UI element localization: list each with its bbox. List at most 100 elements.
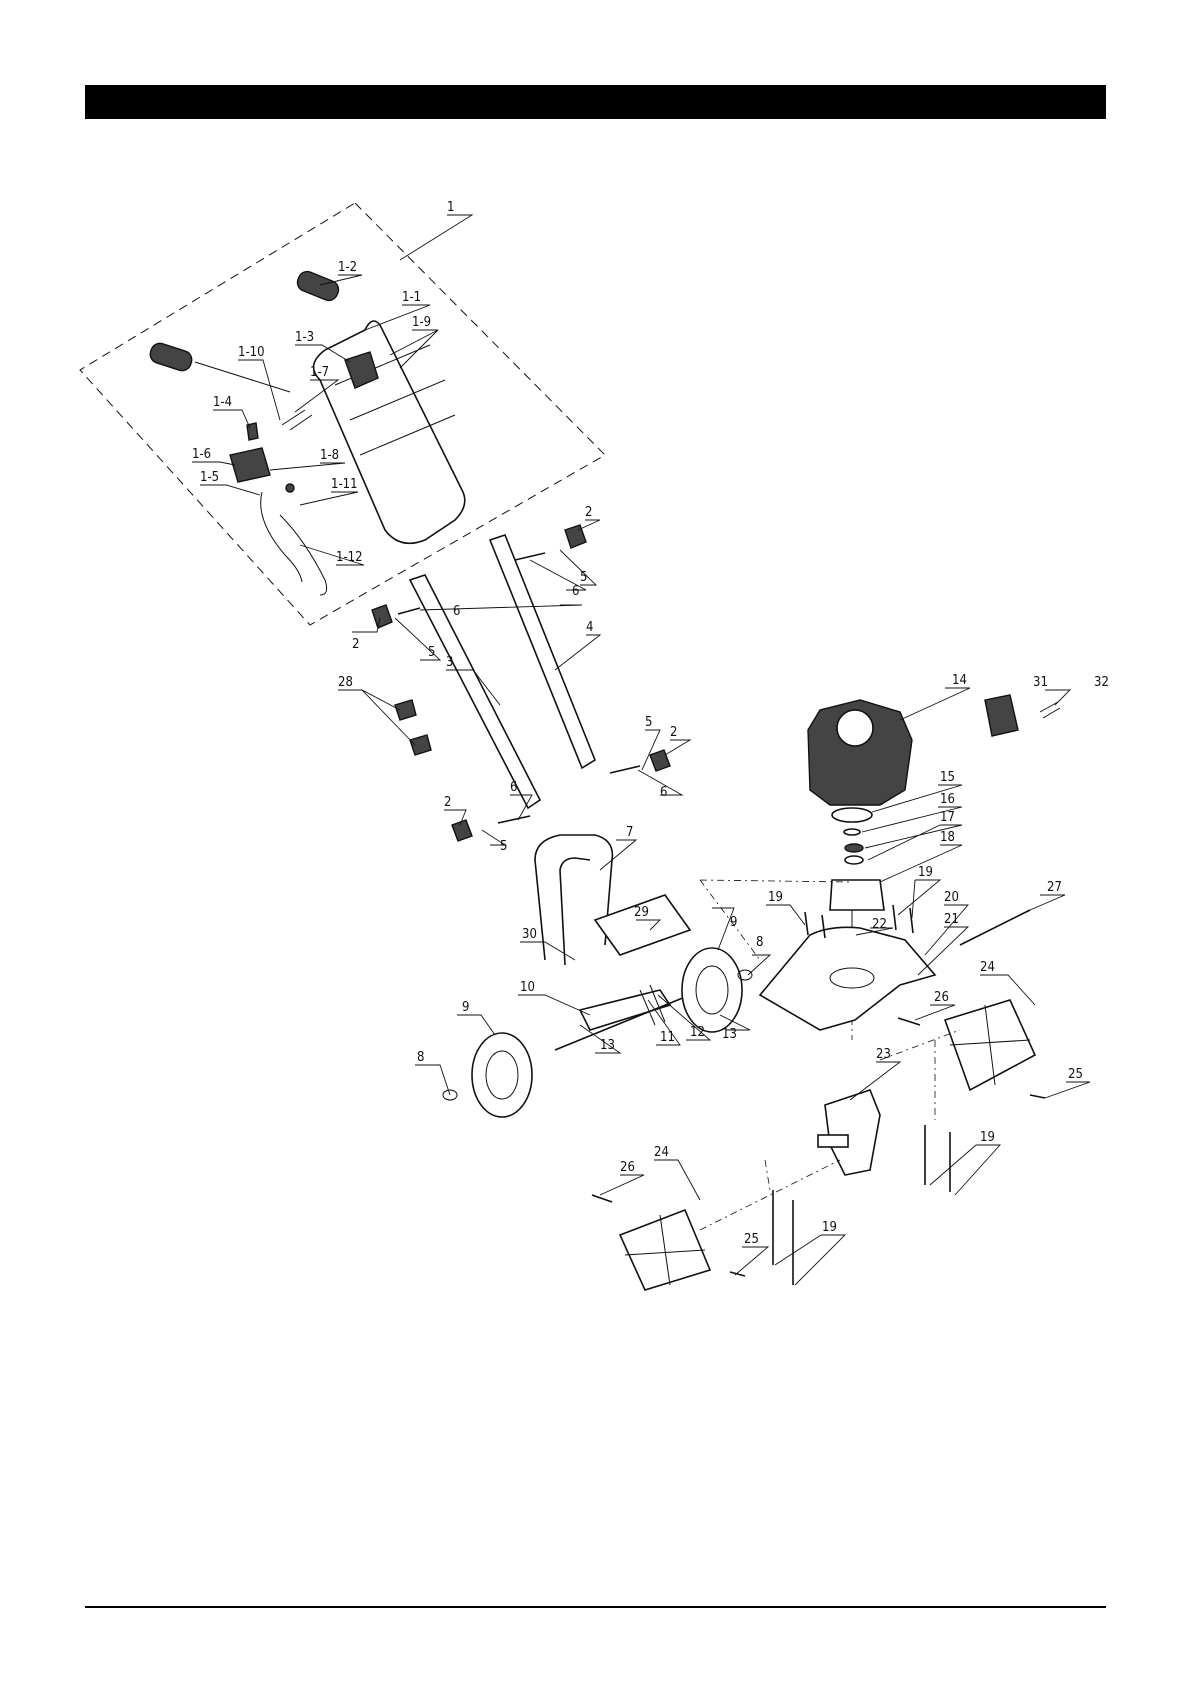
callout-6-top: 6 xyxy=(572,584,579,599)
callout-19-c: 19 xyxy=(980,1130,995,1145)
knob-2-bottom xyxy=(452,820,472,841)
callout-1-4: 1-4 xyxy=(213,395,232,410)
washer-16 xyxy=(844,829,860,835)
knob-28-b xyxy=(410,735,431,755)
knob-2-top xyxy=(565,525,586,548)
callout-24-left: 24 xyxy=(654,1145,669,1160)
callout-26-left: 26 xyxy=(620,1160,635,1175)
left-grip xyxy=(148,341,194,373)
callout-2-top: 2 xyxy=(585,505,592,520)
callout-32: 32 xyxy=(1094,675,1109,690)
callout-21: 21 xyxy=(944,912,959,927)
footer-rule xyxy=(85,1606,1106,1608)
cable-1-11 xyxy=(261,492,302,582)
pin-25-right xyxy=(1030,1095,1045,1098)
callout-1-11: 1-11 xyxy=(331,477,358,492)
callout-5-top: 5 xyxy=(580,570,587,585)
lower-handles xyxy=(372,525,670,841)
bolt-6-mid xyxy=(610,766,640,773)
callout-1-3: 1-3 xyxy=(295,330,314,345)
callout-14: 14 xyxy=(952,673,967,688)
axle-bracket-10 xyxy=(580,990,670,1030)
callout-1-8: 1-8 xyxy=(320,448,339,463)
callout-6-left: 6 xyxy=(453,604,460,619)
bolt-26-left xyxy=(592,1195,612,1202)
transmission-shaft xyxy=(818,1135,848,1147)
callout-25-right: 25 xyxy=(1068,1067,1083,1082)
nut-1-8 xyxy=(286,484,294,492)
callout-5-mid: 5 xyxy=(645,715,652,730)
callout-12: 12 xyxy=(690,1025,705,1040)
callout-23: 23 xyxy=(876,1047,891,1062)
bearing-17 xyxy=(845,844,863,852)
callout-4: 4 xyxy=(586,620,593,635)
knob-28-a xyxy=(395,700,416,720)
bolt-6-left xyxy=(398,608,420,614)
callout-2-mid: 2 xyxy=(670,725,677,740)
callout-13-right: 13 xyxy=(722,1027,737,1042)
knob-2-left xyxy=(372,605,392,628)
callout-29: 29 xyxy=(634,905,649,920)
callout-10: 10 xyxy=(520,980,535,995)
callout-8-right: 8 xyxy=(756,935,763,950)
mounting-plate-21 xyxy=(760,927,935,1030)
wheel-9-right xyxy=(682,948,742,1032)
spacer-18 xyxy=(845,856,863,864)
callout-5-bottom: 5 xyxy=(500,839,507,854)
recoil-starter-31 xyxy=(985,695,1018,736)
callout-1-7: 1-7 xyxy=(310,365,329,380)
callout-7: 7 xyxy=(626,825,633,840)
transmission-23 xyxy=(825,1090,880,1175)
switch-housing xyxy=(230,448,270,482)
callout-15: 15 xyxy=(940,770,955,785)
callout-1-2: 1-2 xyxy=(338,260,357,275)
knob-2-mid xyxy=(650,750,670,771)
callout-1-12: 1-12 xyxy=(336,550,363,565)
upper-handle xyxy=(314,321,465,543)
callout-1: 1 xyxy=(447,200,454,215)
callout-19-b: 19 xyxy=(918,865,933,880)
callout-5-left: 5 xyxy=(428,645,435,660)
callout-2-bottom: 2 xyxy=(444,795,451,810)
callout-16: 16 xyxy=(940,792,955,807)
engine-air-cleaner xyxy=(837,710,873,746)
callout-30: 30 xyxy=(522,927,537,942)
callout-8-left: 8 xyxy=(417,1050,424,1065)
grip-axis-line xyxy=(195,362,290,392)
callout-17: 17 xyxy=(940,810,955,825)
bolt-19-a xyxy=(805,912,808,935)
callout-20: 20 xyxy=(944,890,959,905)
callout-1-9: 1-9 xyxy=(412,315,431,330)
callout-19-d: 19 xyxy=(822,1220,837,1235)
callout-3: 3 xyxy=(446,655,453,670)
engine-area xyxy=(700,695,1060,1040)
callout-2-left: 2 xyxy=(352,637,359,652)
clutch-housing xyxy=(830,880,884,910)
wheel-9-left xyxy=(472,1033,532,1117)
right-grip xyxy=(295,269,341,303)
callout-28: 28 xyxy=(338,675,353,690)
callout-25-left: 25 xyxy=(744,1232,759,1247)
callout-1-1: 1-1 xyxy=(402,290,421,305)
callout-13-left: 13 xyxy=(600,1038,615,1053)
callout-6-bottom: 6 xyxy=(510,780,517,795)
callout-24-right: 24 xyxy=(980,960,995,975)
bolt-6-top xyxy=(515,553,545,560)
callout-9-right: 9 xyxy=(730,915,737,930)
callout-1-5: 1-5 xyxy=(200,470,219,485)
callout-18: 18 xyxy=(940,830,955,845)
bracket-1-7 xyxy=(282,410,312,430)
callout-26-right: 26 xyxy=(934,990,949,1005)
rod-27 xyxy=(960,910,1030,945)
callout-19-a: 19 xyxy=(768,890,783,905)
callout-11: 11 xyxy=(660,1030,675,1045)
callout-27: 27 xyxy=(1047,880,1062,895)
callout-9-left: 9 xyxy=(462,1000,469,1015)
bolt-6-bottom xyxy=(498,816,530,823)
spark-plug-32 xyxy=(1040,702,1060,718)
wheel-frame xyxy=(443,835,752,1117)
bolt-19-c xyxy=(893,905,896,930)
callout-1-6: 1-6 xyxy=(192,447,211,462)
callout-1-10: 1-10 xyxy=(238,345,265,360)
